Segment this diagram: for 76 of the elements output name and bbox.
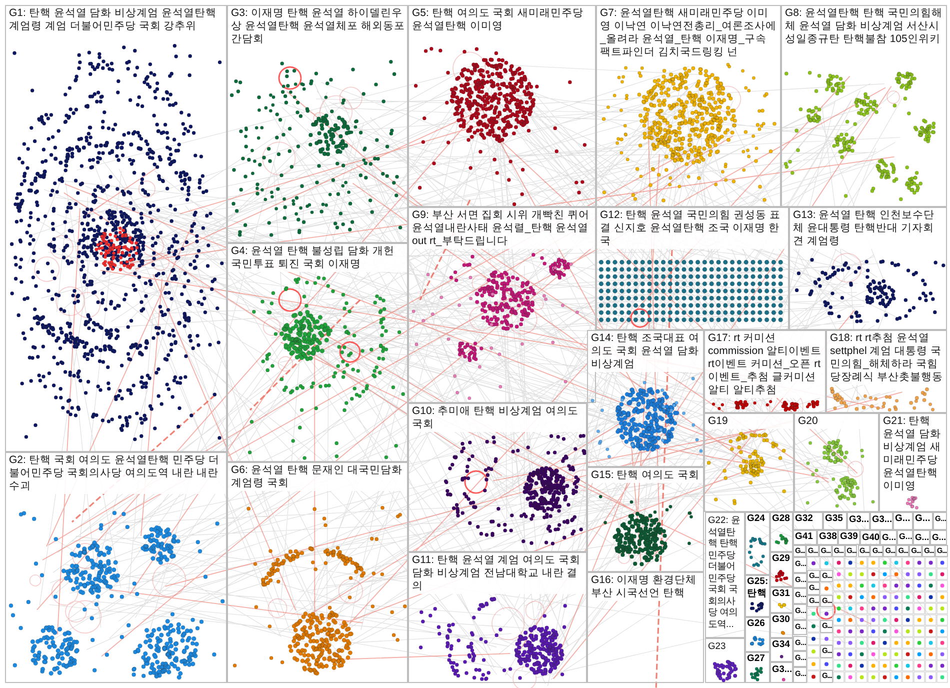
group-label: G17: rt 커미션 commission 알티이벤트 rt이벤트 커미션_오픈 rt 이벤트_추첨 글커미션 알티 알티추첨 <box>705 331 825 398</box>
group-label: G... <box>931 531 946 543</box>
group-box <box>587 467 704 572</box>
group-box <box>913 512 933 530</box>
group-box <box>227 5 408 243</box>
group-label: G22: 윤석열탄핵 탄핵 민주당 더불어민주당 국회 국회의사당 여의도역... <box>706 513 744 629</box>
group-label: G25: 탄핵 <box>746 576 769 600</box>
group-box <box>789 207 947 330</box>
group-label: G40 <box>861 531 879 543</box>
group-box <box>793 557 807 573</box>
group-label: G3... <box>848 513 869 525</box>
group-box <box>587 330 704 467</box>
group-label: G4: 윤석열 탄핵 불성립 담화 개헌 국민투표 퇴진 국회 이재명 <box>228 244 407 272</box>
group-box <box>793 588 807 604</box>
group-box <box>745 512 770 575</box>
group-label: G41 <box>794 531 816 543</box>
group-label: G19 <box>705 414 793 429</box>
group-box <box>5 452 227 683</box>
group-box <box>793 604 807 620</box>
group-box <box>227 243 408 462</box>
group-box <box>770 512 793 552</box>
group-box <box>823 512 847 530</box>
group-label: G3... <box>871 513 892 525</box>
group-box <box>770 662 793 683</box>
group-label: G38 <box>818 531 837 543</box>
group-label: G12: 탄핵 윤석열 국민의힘 권성동 표결 신지호 윤석열탄핵 조국 이재명 한국 <box>597 208 788 249</box>
group-box <box>793 636 807 652</box>
group-label: G... <box>881 531 896 543</box>
group-box <box>770 587 793 613</box>
group-box <box>705 638 745 683</box>
group-box <box>933 512 947 530</box>
group-label: G32 <box>794 513 822 525</box>
group-box <box>870 512 893 530</box>
group-box <box>770 613 793 638</box>
group-label: G9: 부산 서면 집회 시위 개빡친 퀴어 윤석열내란사태 윤석렬_탄핵 윤석열out rt_부탁드립니다 <box>409 208 595 249</box>
group-box <box>704 413 794 512</box>
group-box <box>408 552 587 683</box>
group-label: G24 <box>746 513 769 525</box>
group-label: G... <box>914 531 929 543</box>
group-label: G28 <box>771 513 792 525</box>
group-box <box>227 462 408 683</box>
group-box <box>770 638 793 662</box>
group-label: G16: 이재명 환경단체 부산 시국선언 탄핵 <box>588 573 703 601</box>
group-label: G20 <box>795 414 878 429</box>
group-box <box>879 413 947 512</box>
group-box <box>408 5 596 207</box>
group-box <box>826 330 947 413</box>
group-label: G31 <box>771 588 792 600</box>
group-box <box>587 572 704 683</box>
group-box <box>793 666 807 683</box>
group-box <box>770 552 793 587</box>
group-label: G30 <box>771 614 792 626</box>
group-label: G14: 탄핵 조국대표 여의도 국회 윤석열 담화 비상계엄 <box>588 331 703 372</box>
group-box <box>745 652 770 683</box>
group-label: G26 <box>746 618 769 630</box>
group-label: G35 <box>824 513 846 525</box>
group-box <box>793 512 823 530</box>
group-box <box>596 207 789 330</box>
group-box <box>793 651 807 667</box>
group-box <box>893 512 913 530</box>
group-box <box>408 403 587 552</box>
group-box <box>704 330 826 413</box>
group-label: G39 <box>839 531 859 543</box>
group-box <box>596 5 781 207</box>
group-label: G3... <box>771 663 792 675</box>
group-box <box>745 617 770 652</box>
group-label: G6: 윤석열 탄핵 문재인 대국민담화 계엄령 국회 <box>228 463 407 491</box>
group-box <box>847 512 870 530</box>
group-label: G15: 탄핵 여의도 국회 <box>588 468 703 483</box>
group-box <box>793 572 807 588</box>
group-box <box>781 5 947 207</box>
group-label: G10: 추미애 탄핵 비상계엄 여의도 국회 <box>409 404 586 432</box>
group-box <box>745 575 770 617</box>
group-label: G11: 탄핵 윤석열 계엄 여의도 국회 담화 비상계엄 전남대학교 내란 결의 <box>409 553 586 594</box>
group-box <box>794 413 879 512</box>
group-box <box>793 620 807 636</box>
